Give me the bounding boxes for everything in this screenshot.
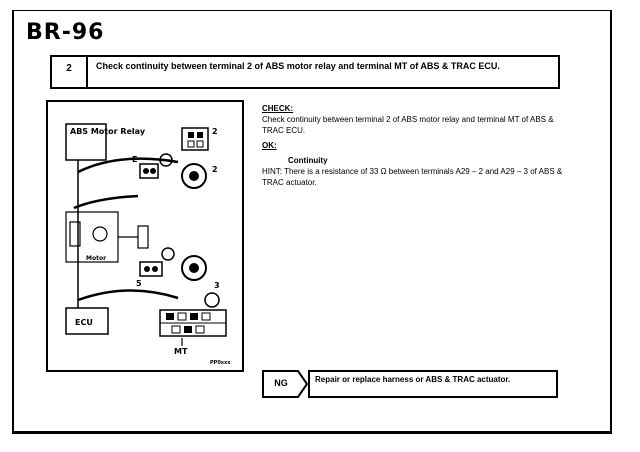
relay-pin bbox=[187, 140, 195, 148]
connector-5 bbox=[139, 261, 163, 277]
ok-heading: OK: bbox=[262, 141, 277, 150]
step-title: Check continuity between terminal 2 of A… bbox=[96, 61, 500, 71]
ng-label: NG bbox=[274, 378, 288, 388]
ecu-pin bbox=[201, 312, 211, 321]
ecu-pin bbox=[177, 312, 187, 321]
round-connector-pin bbox=[189, 263, 199, 273]
page-code: BR-96 bbox=[26, 20, 105, 45]
ecu-pin bbox=[171, 325, 181, 334]
ng-action: Repair or replace harness or ABS & TRAC … bbox=[308, 370, 558, 398]
probe-lead bbox=[73, 194, 139, 210]
hint-text: HINT: There is a resistance of 33 Ω betw… bbox=[262, 167, 563, 187]
terminal-label-mid: 2 bbox=[212, 165, 218, 174]
wiring-diagram: ABS Motor Relay 2 2 E Motor 5 bbox=[46, 100, 244, 372]
round-connector bbox=[181, 255, 207, 281]
terminal-label-top: 2 bbox=[212, 127, 218, 136]
ng-tag: NG bbox=[262, 370, 308, 398]
ng-arrow-shape bbox=[262, 370, 308, 398]
step-number: 2 bbox=[52, 57, 88, 87]
connector-e bbox=[139, 163, 159, 179]
ecu-box bbox=[65, 307, 109, 335]
connector-e-pin bbox=[150, 168, 156, 174]
probe-lead bbox=[77, 157, 179, 174]
relay-pin bbox=[197, 132, 203, 138]
motor-symbol bbox=[92, 226, 108, 242]
relay-connector bbox=[181, 127, 209, 151]
small-connector bbox=[161, 247, 175, 261]
connector-e-pin bbox=[143, 168, 149, 174]
round-connector-pin bbox=[189, 171, 199, 181]
terminal-label-5: 5 bbox=[136, 279, 142, 288]
resistor bbox=[69, 221, 81, 247]
check-heading: CHECK: bbox=[262, 104, 294, 113]
ecu-pin bbox=[166, 313, 174, 320]
check-section: CHECK: Check continuity between terminal… bbox=[262, 103, 572, 188]
relay-label: ABS Motor Relay bbox=[70, 127, 146, 136]
terminal-label-3: 3 bbox=[214, 281, 220, 290]
relay-pin bbox=[188, 132, 194, 138]
round-connector bbox=[181, 163, 207, 189]
relay-pin bbox=[196, 140, 204, 148]
ecu-label: ECU bbox=[75, 318, 93, 327]
ecu-pin bbox=[184, 326, 192, 333]
page-frame bbox=[12, 10, 612, 434]
probe-lead bbox=[77, 289, 179, 302]
relay-box bbox=[65, 123, 107, 161]
resistor bbox=[137, 225, 149, 249]
ecu-pin bbox=[190, 313, 198, 320]
top-rule bbox=[12, 10, 612, 11]
connector-5-pin bbox=[152, 266, 158, 272]
connector-5-pin bbox=[144, 266, 150, 272]
ecu-pin bbox=[195, 325, 205, 334]
step-header: 2 Check continuity between terminal 2 of… bbox=[50, 55, 560, 89]
motor-label: Motor bbox=[86, 255, 106, 262]
wiring-diagram-drawing: ABS Motor Relay 2 2 E Motor 5 bbox=[65, 123, 231, 366]
ok-result: Continuity bbox=[288, 156, 328, 165]
terminal-label-mt: MT bbox=[174, 347, 188, 356]
figure-code: PP0xxx bbox=[210, 360, 231, 366]
connector-3 bbox=[204, 292, 220, 308]
check-text: Check continuity between terminal 2 of A… bbox=[262, 115, 554, 135]
